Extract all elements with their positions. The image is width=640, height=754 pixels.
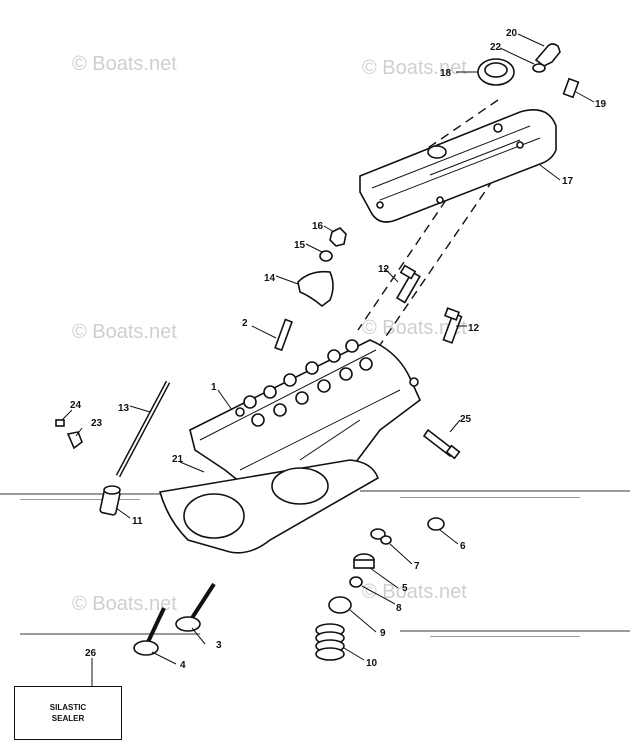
sealer-line-2: SEALER bbox=[51, 714, 85, 723]
callout-25: 25 bbox=[460, 414, 472, 425]
cover-bolt bbox=[562, 77, 580, 99]
callout-10: 10 bbox=[366, 658, 378, 669]
callout-23: 23 bbox=[91, 418, 103, 429]
valve-spring bbox=[315, 623, 345, 661]
callout-12-lower: 12 bbox=[468, 323, 480, 334]
head-bolt-upper bbox=[395, 264, 421, 304]
cylinder-head bbox=[189, 339, 421, 491]
callout-13: 13 bbox=[118, 403, 130, 414]
callout-15: 15 bbox=[294, 240, 306, 251]
callout-16: 16 bbox=[312, 221, 324, 232]
callout-26: 26 bbox=[85, 648, 97, 659]
callout-22: 22 bbox=[490, 42, 502, 53]
watermark-1: © Boats.net bbox=[72, 53, 177, 75]
rocker-nut-ball bbox=[319, 227, 347, 262]
hydraulic-lifter bbox=[99, 485, 121, 516]
temp-fitting bbox=[55, 419, 83, 450]
assembly-guide-lines bbox=[357, 99, 511, 346]
silastic-sealer-box: SILASTIC SEALER bbox=[14, 686, 122, 740]
callout-5: 5 bbox=[402, 583, 408, 594]
callout-3: 3 bbox=[216, 640, 222, 651]
grommet bbox=[532, 63, 546, 73]
head-gasket bbox=[158, 459, 379, 554]
exhaust-valve bbox=[133, 607, 166, 656]
rotator-cap bbox=[353, 553, 375, 569]
watermark-5: © Boats.net bbox=[72, 593, 177, 615]
callout-8: 8 bbox=[396, 603, 402, 614]
intake-valve bbox=[175, 582, 216, 632]
spark-plug bbox=[422, 428, 461, 460]
watermark-6: © Boats.net bbox=[362, 581, 467, 603]
callout-17: 17 bbox=[562, 176, 574, 187]
callout-labels: 1 2 3 4 5 6 7 8 9 10 11 12 12 13 14 15 1… bbox=[70, 28, 607, 671]
sealer-line-1: SILASTIC bbox=[49, 703, 87, 712]
watermark-3: © Boats.net bbox=[72, 321, 177, 343]
valve-seal bbox=[427, 517, 445, 531]
callout-2: 2 bbox=[242, 318, 248, 329]
valve-keepers bbox=[370, 528, 392, 545]
oil-shield bbox=[349, 576, 363, 588]
rocker-arm bbox=[297, 270, 334, 308]
callout-6: 6 bbox=[460, 541, 466, 552]
callout-19: 19 bbox=[595, 99, 607, 110]
oil-filler-cap bbox=[477, 58, 515, 86]
spring-damper bbox=[328, 596, 352, 614]
callout-4: 4 bbox=[180, 660, 186, 671]
rocker-stud bbox=[274, 318, 293, 352]
callout-20: 20 bbox=[506, 28, 518, 39]
callout-21: 21 bbox=[172, 454, 184, 465]
watermark-2: © Boats.net bbox=[362, 57, 467, 79]
callout-9: 9 bbox=[380, 628, 386, 639]
callout-1: 1 bbox=[211, 382, 217, 393]
valve-springs-on-head bbox=[243, 339, 373, 427]
head-bolt-lower bbox=[442, 307, 463, 344]
callout-14: 14 bbox=[264, 273, 276, 284]
callout-7: 7 bbox=[414, 561, 420, 572]
callout-24: 24 bbox=[70, 400, 82, 411]
breather-elbow bbox=[534, 43, 561, 67]
callout-18: 18 bbox=[440, 68, 452, 79]
callout-11: 11 bbox=[132, 516, 143, 527]
leader-lines bbox=[61, 33, 595, 686]
callout-12-upper: 12 bbox=[378, 264, 390, 275]
valve-cover bbox=[359, 109, 557, 223]
